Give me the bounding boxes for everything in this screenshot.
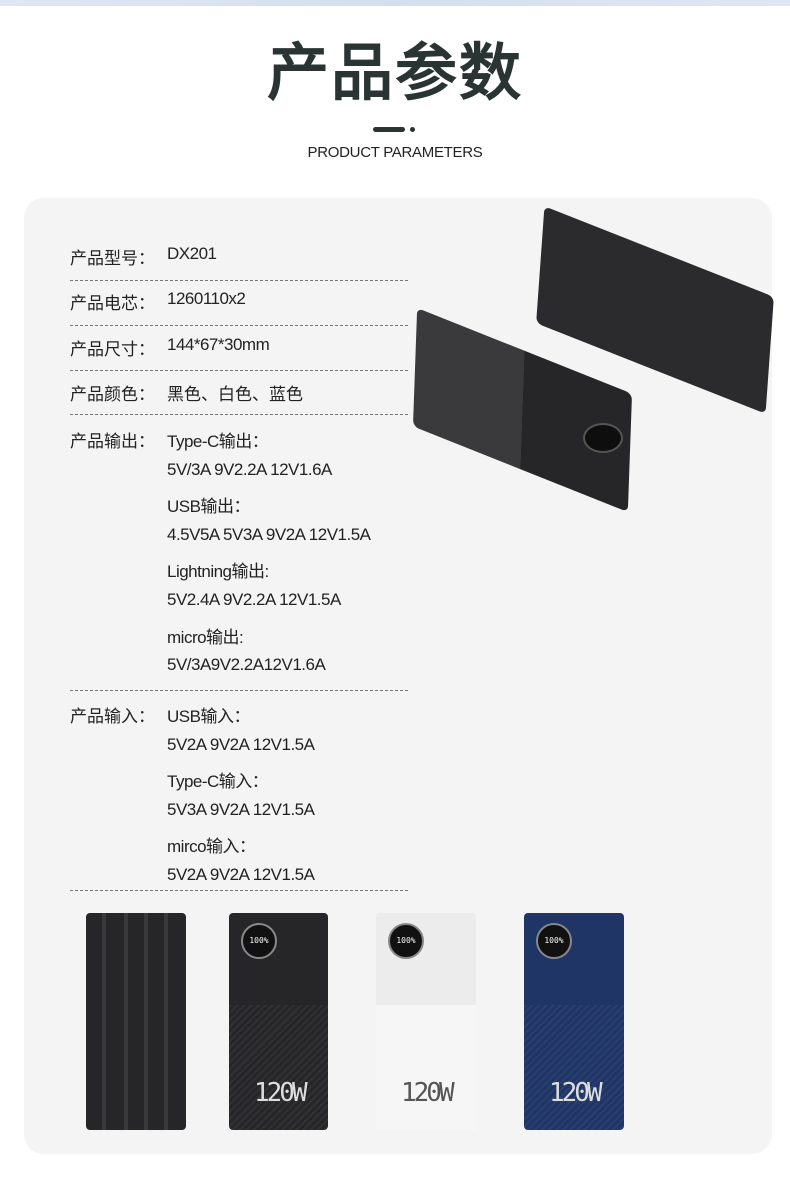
input-line: USB输入： <box>167 707 250 726</box>
input-line: mirco输入： <box>167 837 256 857</box>
param-label: 产品颜色： <box>70 385 155 405</box>
product-blue: 100% 120W <box>524 913 624 1130</box>
power-bank-display <box>583 423 623 453</box>
display-readout: 100% <box>241 923 277 959</box>
param-row-size: 产品尺寸： 144*67*30mm <box>70 335 408 371</box>
output-line: 5V/3A9V2.2A12V1.6A <box>167 655 326 675</box>
param-label: 产品电芯： <box>70 294 155 314</box>
input-line: 5V2A 9V2A 12V1.5A <box>167 734 315 754</box>
param-value: 144*67*30mm <box>167 335 270 354</box>
param-label: 产品尺寸： <box>70 340 155 360</box>
output-line: 5V/3A 9V2.2A 12V1.6A <box>167 459 332 479</box>
output-line: Type-C输出： <box>167 432 269 451</box>
display-readout: 100% <box>536 923 572 959</box>
param-row-model: 产品型号： DX201 <box>70 244 408 281</box>
param-row-cell: 产品电芯： 1260110x2 <box>70 289 408 326</box>
page-subtitle: PRODUCT PARAMETERS <box>307 144 483 161</box>
wattage-label: 120W <box>254 1078 308 1108</box>
input-line: 5V3A 9V2A 12V1.5A <box>167 799 315 819</box>
top-banner <box>0 0 790 6</box>
input-lines: USB输入： 5V2A 9V2A 12V1.5A Type-C输入： 5V3A … <box>167 702 315 898</box>
wattage-label: 120W <box>549 1078 603 1108</box>
param-value: 1260110x2 <box>167 289 246 308</box>
product-black: 100% 120W <box>229 913 328 1130</box>
wattage-label: 120W <box>401 1078 455 1108</box>
param-label: 产品输入： <box>70 707 155 727</box>
param-value: 黑色、白色、蓝色 <box>167 385 303 405</box>
param-row-output: 产品输出： Type-C输出： 5V/3A 9V2.2A 12V1.6A USB… <box>70 427 408 691</box>
title-divider-dot <box>410 127 415 132</box>
display-readout: 100% <box>388 923 424 959</box>
param-label: 产品输出： <box>70 432 155 452</box>
output-line: 5V2.4A 9V2.2A 12V1.5A <box>167 589 341 609</box>
product-cables-view <box>86 913 186 1130</box>
output-lines: Type-C输出： 5V/3A 9V2.2A 12V1.6A USB输出： 4.… <box>167 427 371 688</box>
product-white: 100% 120W <box>376 913 476 1130</box>
output-line: Lightning输出: <box>167 562 269 582</box>
title-divider <box>373 127 405 132</box>
param-row-color: 产品颜色： 黑色、白色、蓝色 <box>70 380 408 415</box>
input-line: 5V2A 9V2A 12V1.5A <box>167 864 315 884</box>
output-line: USB输出： <box>167 497 250 517</box>
page-title: 产品参数 <box>266 36 523 109</box>
param-row-input: 产品输入： USB输入： 5V2A 9V2A 12V1.5A Type-C输入：… <box>70 702 408 891</box>
param-value: DX201 <box>167 244 217 263</box>
output-line: micro输出: <box>167 627 244 647</box>
input-line: Type-C输入： <box>167 772 269 792</box>
param-label: 产品型号： <box>70 249 155 269</box>
output-line: 4.5V5A 5V3A 9V2A 12V1.5A <box>167 524 371 544</box>
